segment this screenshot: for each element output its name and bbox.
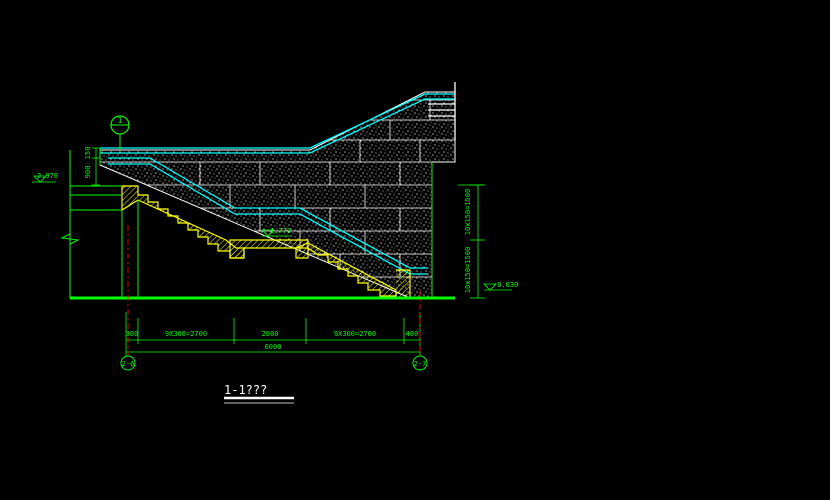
axis-label-right: 2-7 xyxy=(414,360,427,368)
handrail xyxy=(100,82,456,275)
section-marker-label: 1 xyxy=(118,116,123,125)
dim-seg5-text: 400 xyxy=(406,330,419,338)
dim-seg4-text: 9X300=2700 xyxy=(334,330,376,338)
level-marker-left: 2.970 xyxy=(32,172,58,183)
retaining-wall xyxy=(99,91,456,299)
axis-bubble-left: 2-6 xyxy=(120,355,136,371)
level-right-text: -0.030 xyxy=(493,281,518,289)
vertical-dimension-left xyxy=(92,147,100,186)
dim-seg3-text: 2000 xyxy=(262,330,279,338)
level-marker-right: -0.030 xyxy=(483,281,518,291)
axis-label-left: 2-6 xyxy=(122,360,135,368)
dim-top-b-text: 900 xyxy=(84,166,92,179)
vertical-dimension-right xyxy=(458,184,485,299)
horizontal-dimension xyxy=(125,312,421,356)
structure-lines xyxy=(60,148,455,300)
level-marker-mid: 1.770 xyxy=(261,227,291,237)
section-marker: 1 xyxy=(110,115,130,150)
dim-seg2-text: 9X300=2700 xyxy=(165,330,207,338)
axis-bubble-right: 2-7 xyxy=(412,355,428,371)
drawing-title-text: 1-1??? xyxy=(224,383,267,397)
dim-lower-text: 10x150=1500 xyxy=(464,247,472,293)
drawing-title: 1-1??? xyxy=(224,383,294,404)
dim-upper-text: 10x150=1500 xyxy=(464,189,472,235)
dim-total-text: 6000 xyxy=(265,343,282,351)
axis-lines xyxy=(127,225,421,356)
level-mid-text: 1.770 xyxy=(270,227,291,235)
stair-flights xyxy=(121,185,411,299)
dim-top-a-text: 150 xyxy=(84,147,92,160)
dim-seg1-text: 300 xyxy=(126,330,139,338)
level-left-text: 2.970 xyxy=(37,172,58,180)
